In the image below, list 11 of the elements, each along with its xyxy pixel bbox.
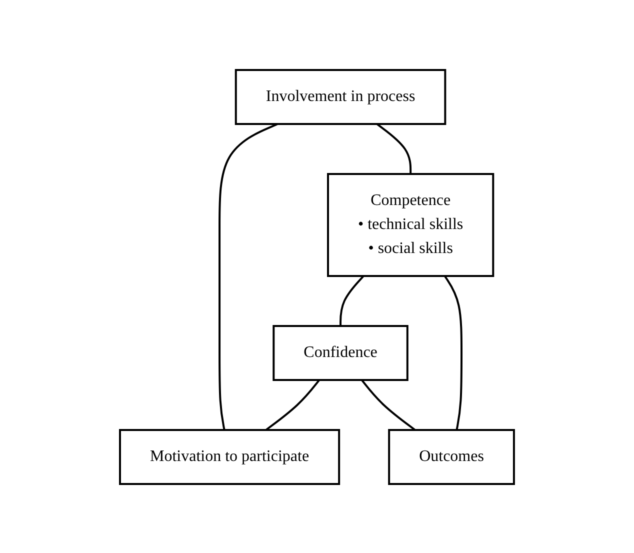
node-box: Outcomes: [388, 428, 515, 484]
node-box: Involvement in process: [234, 68, 446, 124]
connector: [218, 122, 278, 430]
connector: [265, 378, 320, 430]
node-box: Competence • technical skills • social skills: [327, 172, 494, 276]
connector: [376, 122, 412, 174]
node-box: Motivation to participate: [119, 428, 340, 484]
connector: [361, 378, 416, 430]
connector: [444, 274, 463, 430]
connector: [340, 274, 364, 326]
node-box: Confidence: [272, 324, 408, 380]
